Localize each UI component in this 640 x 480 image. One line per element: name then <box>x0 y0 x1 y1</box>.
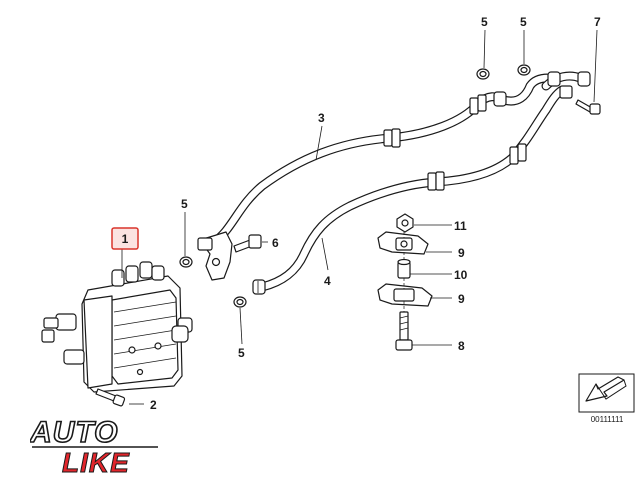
callout-9-label-b[interactable]: 9 <box>458 292 465 306</box>
callout-6-label[interactable]: 6 <box>272 236 279 250</box>
clamp-9-lower[interactable] <box>377 283 433 307</box>
o-ring-5-right-a[interactable] <box>476 68 490 80</box>
callout-5-label-d[interactable]: 5 <box>520 15 527 29</box>
callout-8-label[interactable]: 8 <box>458 339 465 353</box>
hose-line-3[interactable] <box>209 73 553 247</box>
callout-11-label[interactable]: 11 <box>454 219 467 233</box>
callout-7-label[interactable]: 7 <box>594 15 601 29</box>
hose-line-4[interactable] <box>252 71 585 295</box>
clamp-9-upper[interactable] <box>377 231 429 255</box>
o-ring-5-left-lower[interactable] <box>233 296 247 308</box>
callout-4-label[interactable]: 4 <box>324 274 331 288</box>
logo-word-auto: AUTO <box>30 416 118 449</box>
spacer-10[interactable] <box>397 258 411 279</box>
orientation-arrow-box <box>578 373 635 413</box>
callout-10-label[interactable]: 10 <box>454 268 468 282</box>
reference-code: 00111111 <box>590 415 624 424</box>
callout-9-label-a[interactable]: 9 <box>458 246 465 260</box>
bolt-2[interactable] <box>95 388 126 407</box>
bolt-7[interactable] <box>575 99 601 115</box>
nut-11[interactable] <box>396 213 414 233</box>
callout-2-label[interactable]: 2 <box>150 398 157 412</box>
callout-5-label-b[interactable]: 5 <box>238 346 245 360</box>
autolike-logo: AUTO LIKE <box>30 415 158 476</box>
direction-arrow-icon <box>585 376 625 402</box>
leader-lines <box>121 29 598 405</box>
o-ring-5-left-upper[interactable] <box>179 256 193 268</box>
bolt-6[interactable] <box>233 234 262 253</box>
callout-1[interactable]: 1 <box>111 227 139 250</box>
callout-5-label-a[interactable]: 5 <box>181 197 188 211</box>
callout-5-label-c[interactable]: 5 <box>481 15 488 29</box>
callout-3-label[interactable]: 3 <box>318 111 325 125</box>
bolt-8[interactable] <box>395 311 413 351</box>
oil-cooler[interactable] <box>41 261 193 393</box>
callout-1-highlight-box <box>111 227 139 250</box>
hose-end-fittings <box>493 71 591 107</box>
o-ring-5-right-b[interactable] <box>517 64 531 76</box>
hose-flange-connector <box>197 231 233 281</box>
callout-1-label: 1 <box>122 232 129 246</box>
logo-word-like: LIKE <box>62 447 130 476</box>
